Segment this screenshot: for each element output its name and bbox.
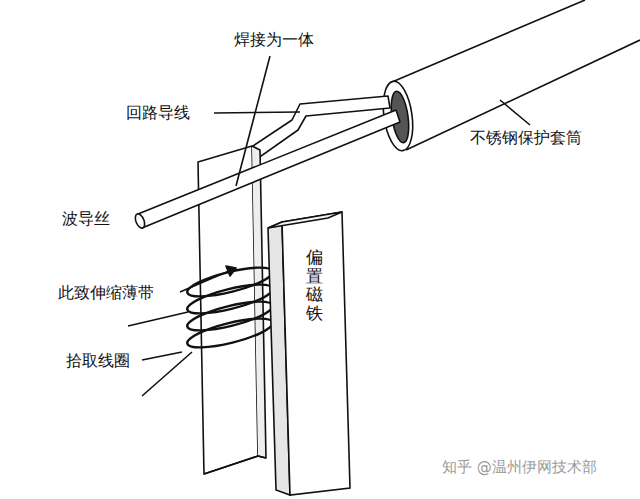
part-label: 拾取线圈 [66, 351, 130, 370]
waveguide-wire [138, 110, 400, 228]
part-label: 回路导线 [126, 103, 190, 122]
coil-winding [185, 262, 275, 303]
bias-magnet: 偏置磁铁 [266, 208, 352, 498]
sleeve-outline [392, 0, 640, 150]
coil-leads [128, 312, 192, 396]
coil-winding [185, 279, 275, 320]
part-label: 此致伸缩薄带 [58, 283, 154, 302]
part-label: 不锈钢保护套筒 [470, 128, 582, 147]
coil-winding [185, 296, 275, 337]
pickup-coil [185, 262, 275, 354]
magnet-label: 偏置磁铁 [306, 248, 323, 323]
leader-line [500, 100, 530, 125]
leader-line [214, 112, 300, 113]
watermark: 知乎 @温州伊网技术部 [442, 458, 597, 476]
leader-line [142, 352, 182, 360]
coil-winding [185, 313, 275, 354]
leader-line [236, 56, 270, 186]
part-label: 波导丝 [62, 209, 110, 228]
weld-note: 焊接为一体 [234, 30, 314, 49]
